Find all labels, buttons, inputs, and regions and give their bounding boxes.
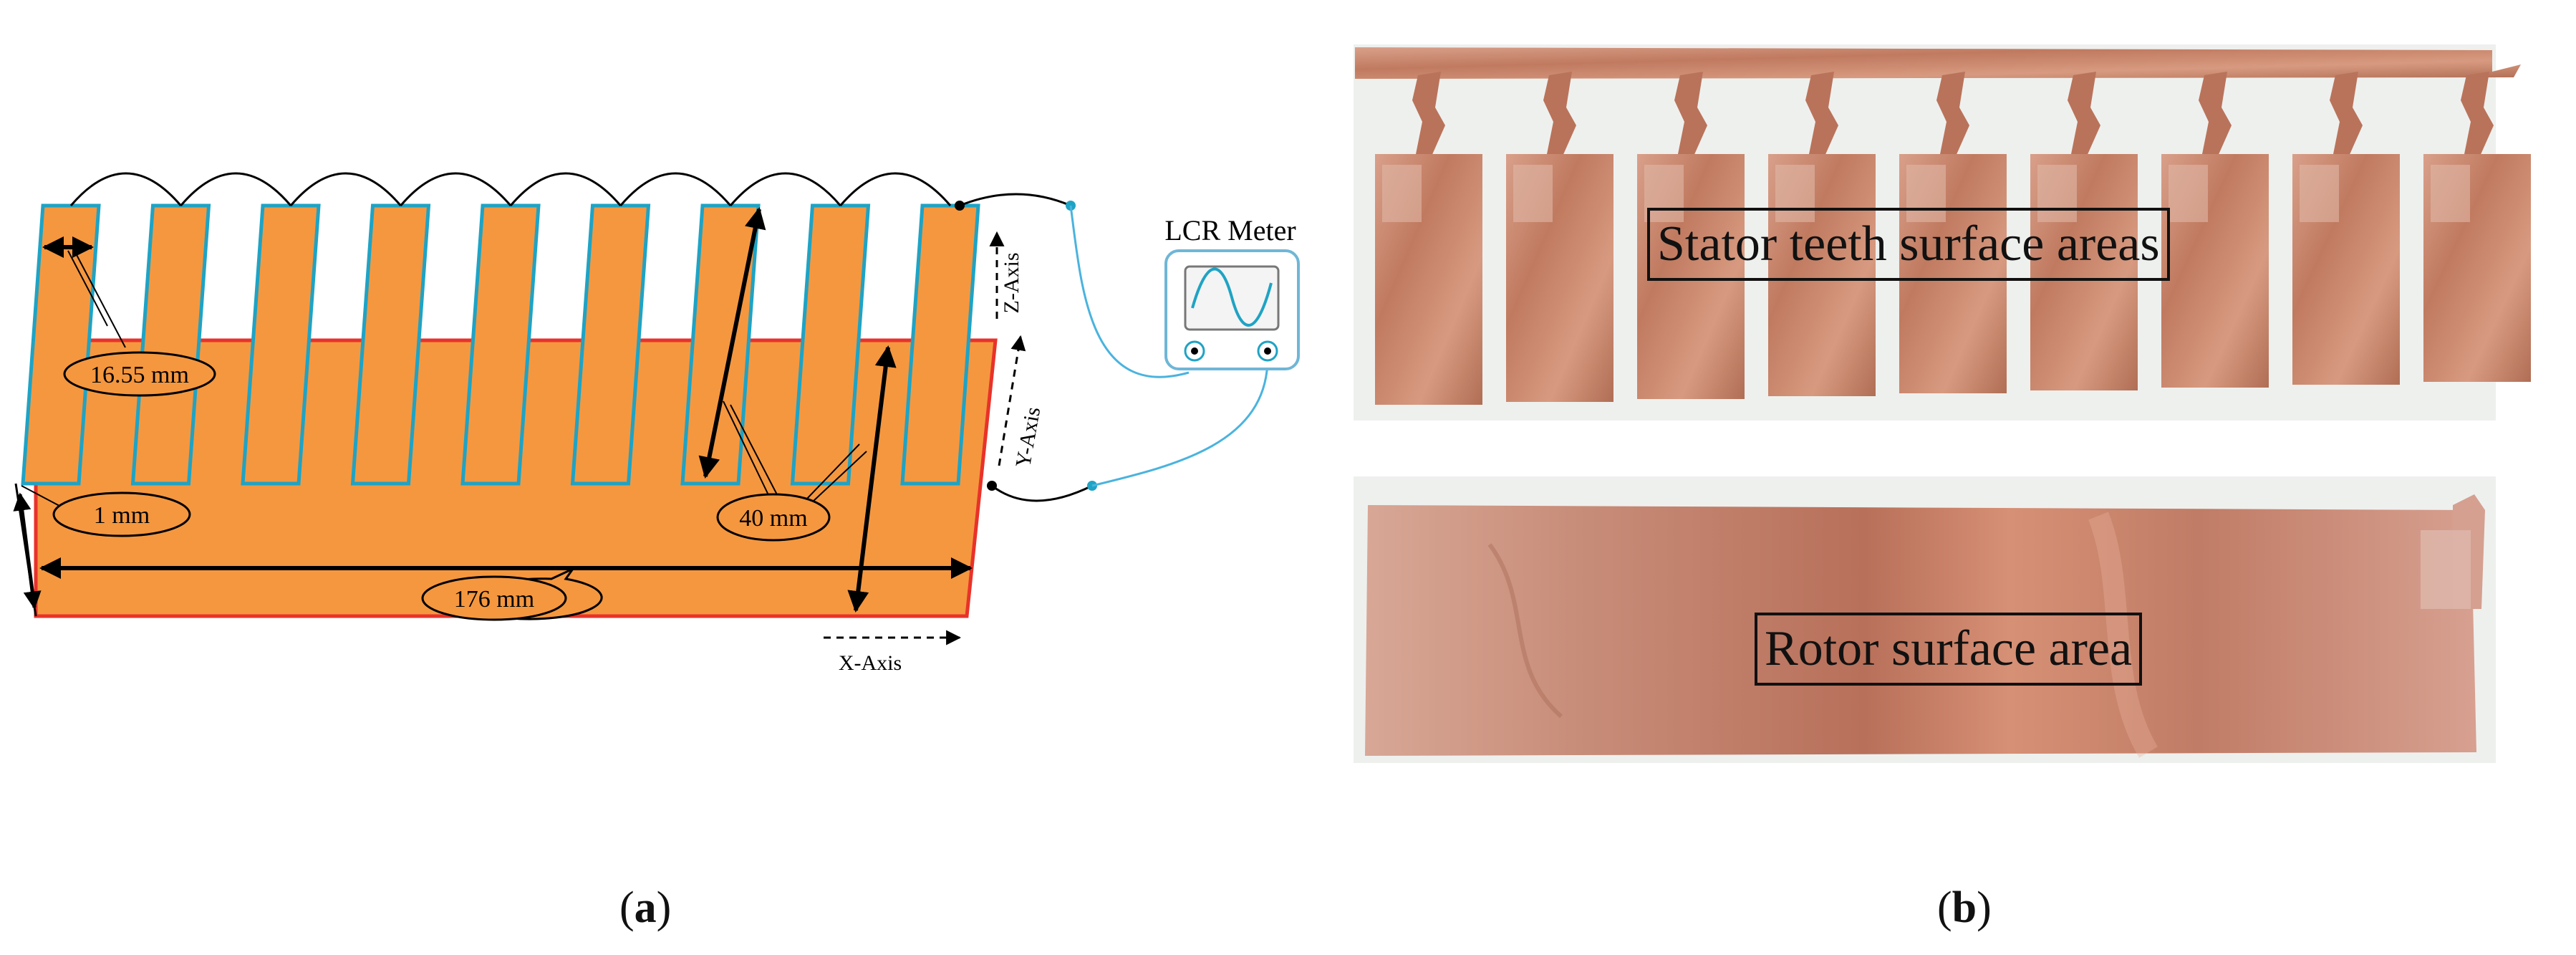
stator-foil-tape <box>1382 165 1422 222</box>
stator-foil-tape <box>2300 165 2339 222</box>
x-axis-label: X-Axis <box>839 651 902 675</box>
stator-foil-tab <box>1674 72 1707 158</box>
stator-tooth <box>241 203 321 486</box>
caption-a-letter: a <box>634 883 657 932</box>
tooth-arc <box>400 172 512 206</box>
tooth-arc <box>619 172 732 206</box>
thickness-callout <box>52 491 191 537</box>
stator-foil-tab <box>1936 72 1969 158</box>
stator-tooth <box>21 203 101 486</box>
length-label: 176 mm <box>454 586 534 613</box>
stator-tooth <box>460 203 541 486</box>
stator-foil-tape <box>2169 165 2208 222</box>
tooth-width-leader-1 <box>67 250 108 327</box>
stator-teeth <box>21 203 980 486</box>
stator-foil-tab <box>2461 72 2494 158</box>
thickness-arrow <box>13 492 42 610</box>
stator-foil-tab <box>1543 72 1576 158</box>
height-leader-1 <box>723 400 771 499</box>
lcr-meter-waveform <box>1191 267 1273 327</box>
caption-a: (a) <box>619 883 672 932</box>
height-callout <box>716 493 831 542</box>
tooth-arc <box>729 172 841 206</box>
stator-foil-tab <box>2330 72 2363 158</box>
tooth-arc <box>509 172 622 206</box>
stator-foil-tape <box>1644 165 1684 222</box>
tooth-arc <box>69 172 182 206</box>
stator-loop-wire <box>959 193 1071 207</box>
panel-b-photographs: Stator teeth surface areas Rotor surface… <box>1346 0 2576 951</box>
lcr-meter-port-right-center <box>1264 347 1271 355</box>
caption-b-letter: b <box>1952 883 1977 932</box>
stator-label: Stator teeth surface areas <box>1647 208 2170 281</box>
stator-foil-pieces <box>1375 154 2531 405</box>
height-leader-3 <box>805 443 860 501</box>
stator-foil-tabs <box>1412 72 2494 158</box>
rotor-foil-tape <box>2421 530 2471 609</box>
stator-foil-tape <box>2431 165 2470 222</box>
tooth-width-callout <box>63 351 216 397</box>
tooth-arc <box>180 172 292 206</box>
stator-foil-tape <box>1906 165 1946 222</box>
tooth-width-label: 16.55 mm <box>90 362 189 388</box>
copper-foil-photos <box>1354 44 2531 763</box>
rotor-loop-wire <box>991 484 1093 502</box>
caption-b: (b) <box>1937 883 1992 932</box>
stator-foil-tab <box>2068 72 2100 158</box>
z-axis-label: Z-Axis <box>1000 253 1023 314</box>
rotor-foil-highlight <box>2088 512 2158 758</box>
height-leader-4 <box>812 451 867 502</box>
stator-connecting-strip <box>1355 47 2521 79</box>
stator-foil-tab <box>2199 72 2232 158</box>
tooth-width-leader-2 <box>74 251 126 348</box>
stator-probe-wire <box>1069 205 1190 378</box>
rotor-foil <box>1365 505 2476 756</box>
tooth-arc <box>839 172 952 206</box>
y-axis-label: Y-Axis <box>1011 405 1045 469</box>
height-label: 40 mm <box>739 505 807 532</box>
lcr-meter-port-left-center <box>1191 347 1198 355</box>
y-axis-arrow <box>998 335 1026 466</box>
schematic-drawing: 16.55 mm 1 mm 40 mm 176 mm X-Axis Y-Axis… <box>13 172 1300 675</box>
stator-foil-tape <box>1513 165 1553 222</box>
tooth-arc <box>289 172 402 206</box>
stator-foil-tab <box>1805 72 1838 158</box>
tooth-interconnect-arcs <box>69 172 952 206</box>
thickness-label: 1 mm <box>94 502 150 529</box>
rotor-foil-crease <box>1487 543 1563 719</box>
stator-foil-tape <box>2037 165 2077 222</box>
lcr-meter-label: LCR Meter <box>1164 214 1296 246</box>
stator-tooth <box>570 203 651 486</box>
tooth-height-arrow <box>698 207 766 479</box>
stator-tooth <box>350 203 431 486</box>
length-callout-ellipse <box>421 575 567 621</box>
panel-a-schematic: 16.55 mm 1 mm 40 mm 176 mm X-Axis Y-Axis… <box>13 172 1300 675</box>
rotor-label: Rotor surface area <box>1755 613 2143 686</box>
height-leader-2 <box>730 404 781 502</box>
stator-foil-tape <box>1775 165 1815 222</box>
stator-foil-tab <box>1412 72 1445 158</box>
rotor-probe-wire <box>1091 357 1269 487</box>
